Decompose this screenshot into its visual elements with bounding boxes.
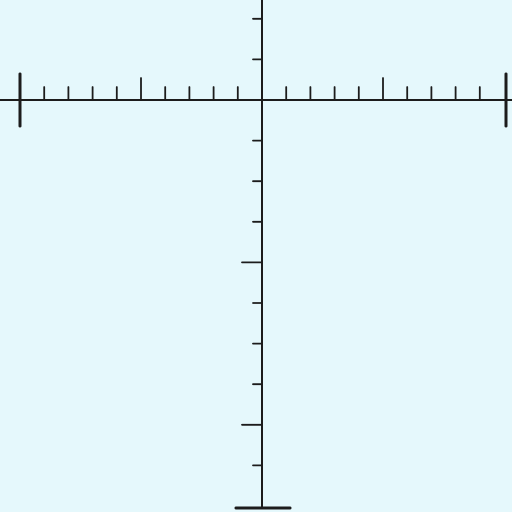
y-axis: [234, 0, 292, 510]
x-axis: [0, 72, 512, 128]
